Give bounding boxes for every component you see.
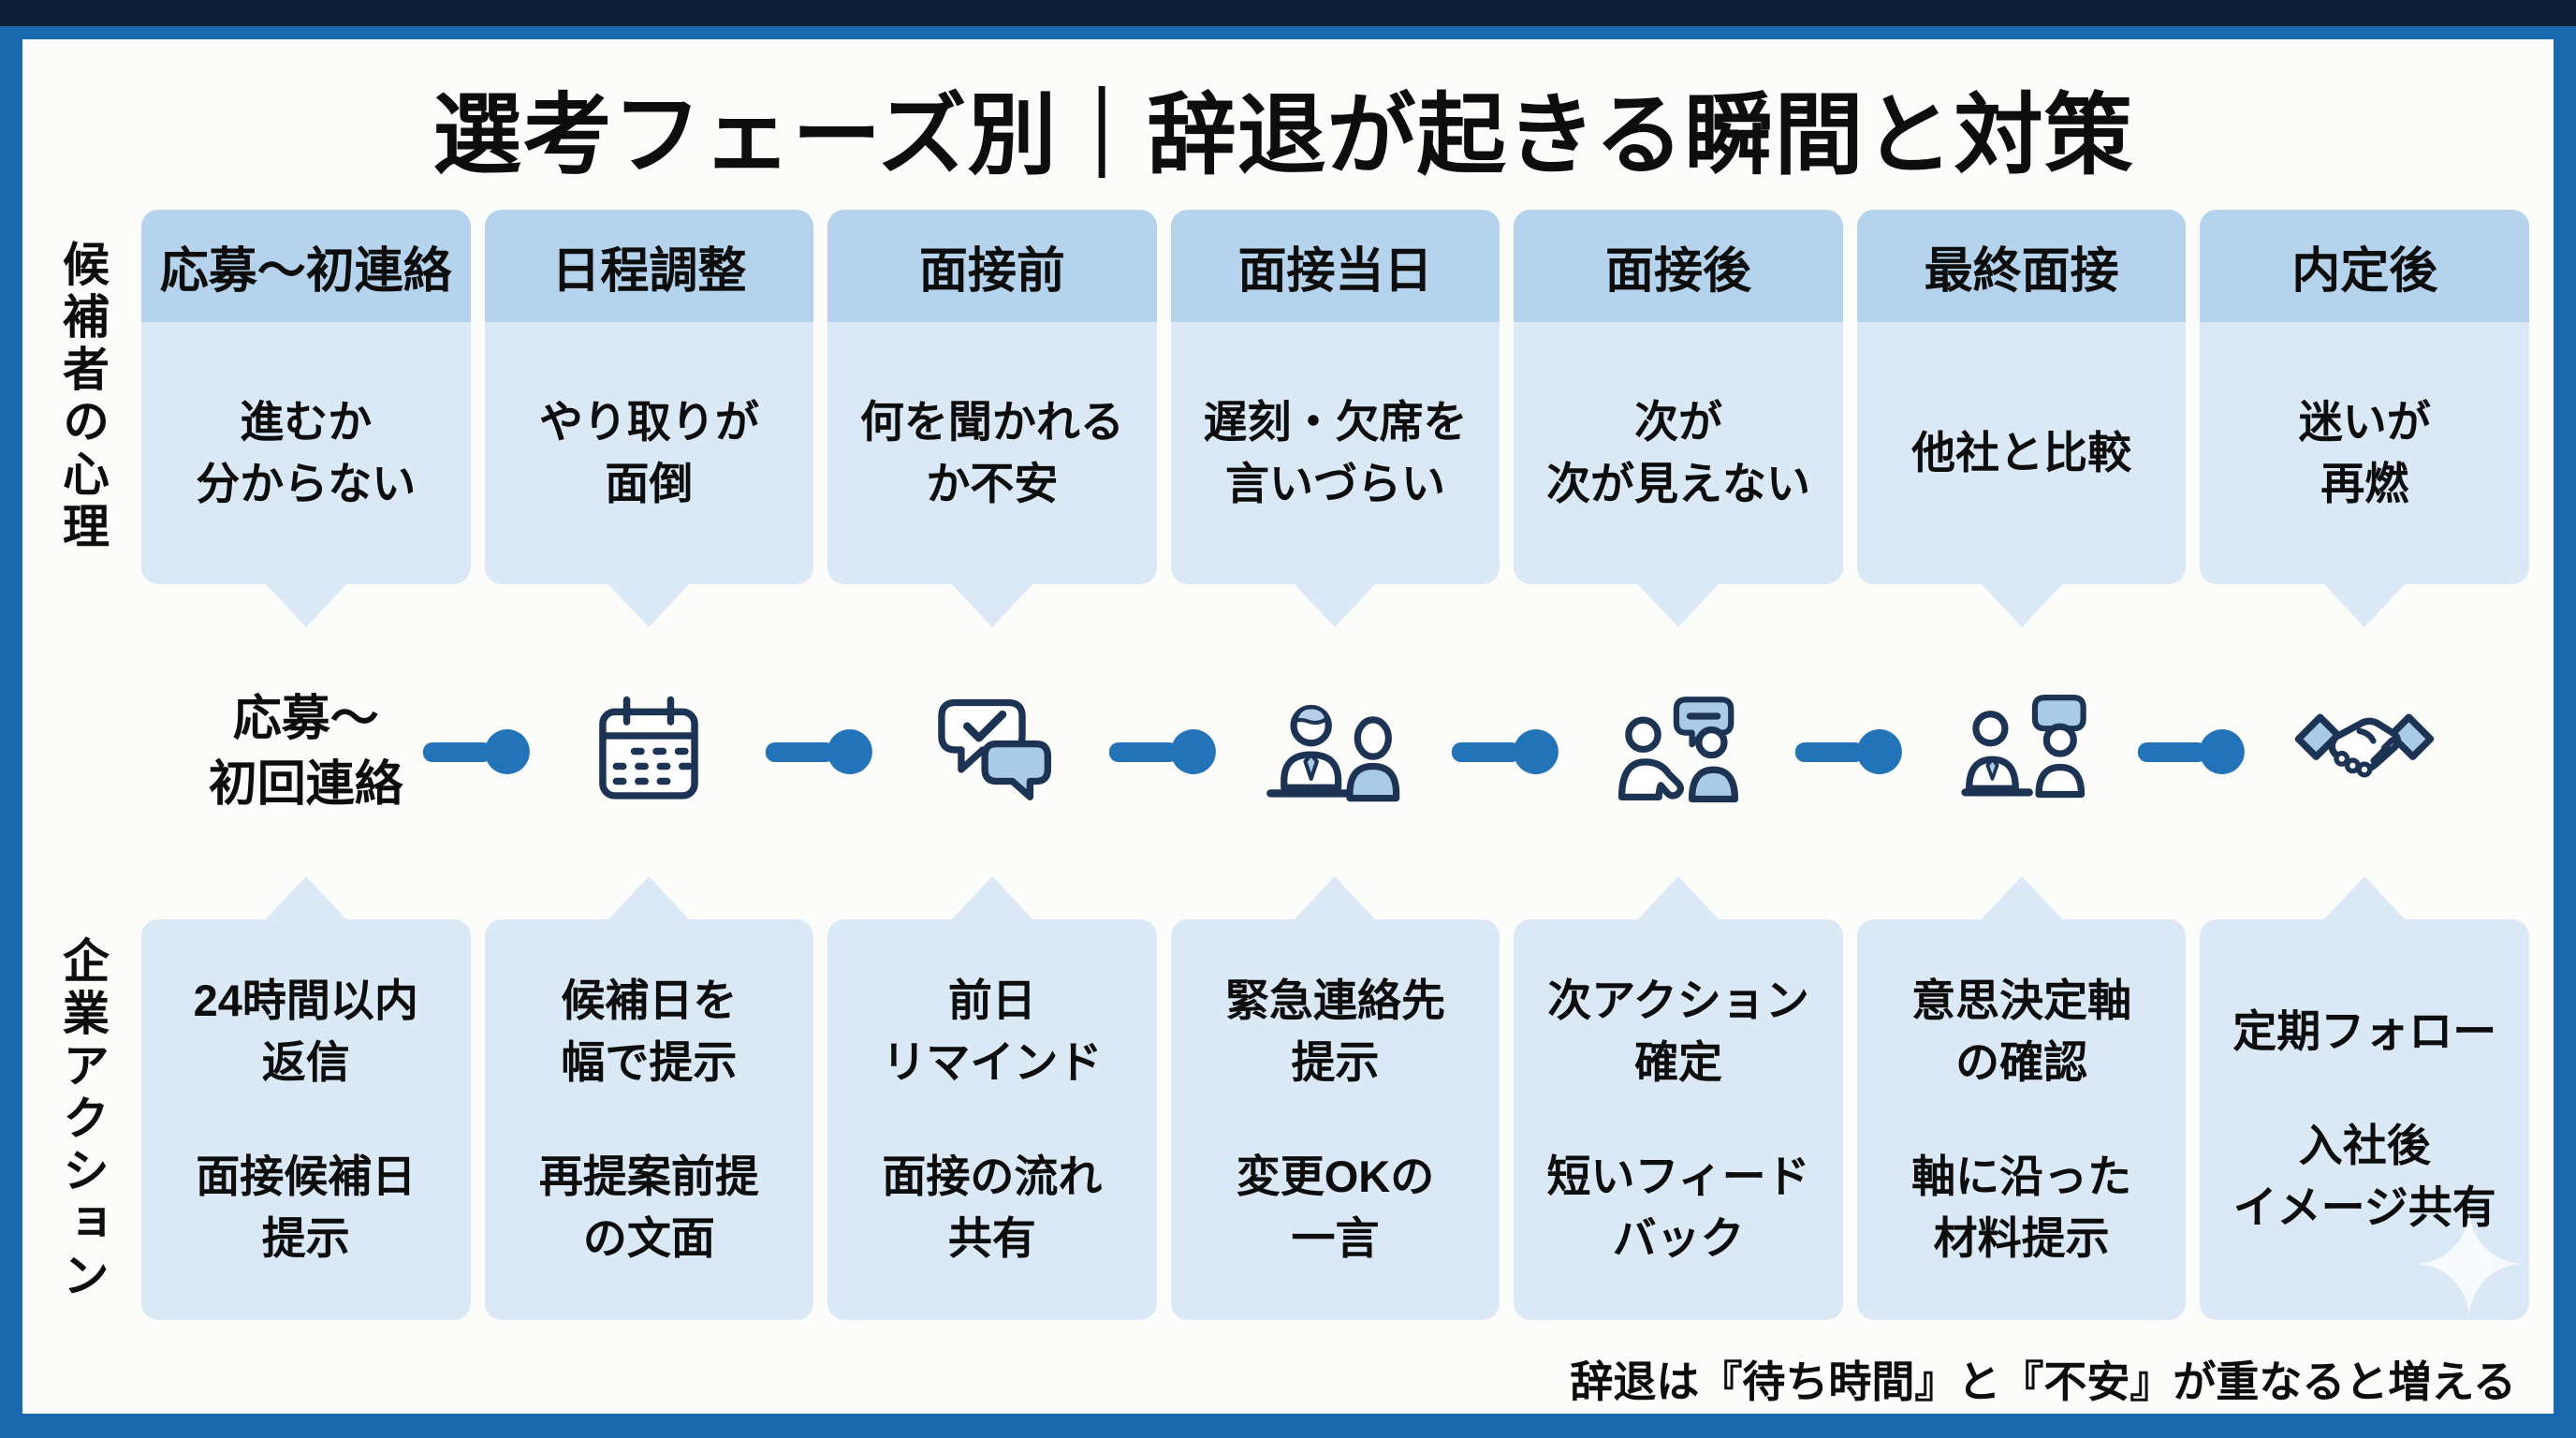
phase-box-scheduling: 日程調整 やり取りが 面倒: [484, 210, 814, 627]
bubble-tail-up: [1293, 876, 1378, 921]
timeline-slot-after-interview: [1452, 631, 1843, 873]
page-title: 選考フェーズ別｜辞退が起きる瞬間と対策: [432, 85, 2134, 185]
action-text: 軸に沿った 材料提示: [1911, 1152, 2132, 1263]
action-text: 面接候補日 提示: [196, 1152, 417, 1263]
action-box-after-offer: 定期フォロー 入社後 イメージ共有: [2200, 876, 2529, 1320]
action-text: 次アクション 確定: [1547, 976, 1809, 1088]
action-box-scheduling: 候補日を 幅で提示 再提案前提 の文面: [484, 876, 814, 1320]
action-text: 前日 リマインド: [882, 976, 1103, 1088]
feedback-chat-icon: [1618, 696, 1739, 802]
phase-header: 面接前: [827, 210, 1157, 322]
row-label-company-actions: 企業アクション: [56, 936, 109, 1303]
phase-psychology: 遅刻・欠席を 言いづらい: [1203, 397, 1468, 508]
bubble-tail-down: [1979, 582, 2064, 627]
row-label-candidate-psychology: 候補者の心理: [56, 240, 109, 554]
timeline-slot-final-interview: [1794, 631, 2187, 873]
timeline-label-spacer: [37, 631, 127, 873]
bubble-tail-down: [607, 582, 692, 627]
phase-box-final-interview: 最終面接 他社と比較: [1856, 210, 2187, 627]
arrow-icon: [766, 729, 873, 774]
action-text: 再提案前提 の文面: [538, 1152, 759, 1263]
action-box-before-interview: 前日 リマインド 面接の流れ 共有: [827, 876, 1157, 1320]
phase-header: 内定後: [2200, 210, 2529, 322]
arrow-icon: [422, 729, 530, 774]
phase-header: 最終面接: [1856, 210, 2187, 322]
action-text: 短いフィード バック: [1546, 1152, 1810, 1263]
phase-header: 面接当日: [1170, 210, 1500, 322]
action-box-after-interview: 次アクション 確定 短いフィード バック: [1514, 876, 1843, 1320]
arrow-icon: [1794, 729, 1902, 774]
timeline-slot-scheduling: [422, 631, 814, 873]
action-text: 変更OKの 一言: [1236, 1152, 1435, 1263]
phase-psychology: やり取りが 面倒: [538, 397, 759, 508]
handshake-icon: [2294, 713, 2435, 778]
interview-icon: [1266, 704, 1400, 802]
phase-box-interview-day: 面接当日 遅刻・欠席を 言いづらい: [1170, 210, 1500, 627]
arrow-icon: [1108, 729, 1216, 774]
bubble-tail-up: [607, 876, 692, 921]
phase-header: 面接後: [1514, 210, 1843, 322]
timeline-slot-before-interview: [766, 631, 1157, 873]
action-text: 入社後 イメージ共有: [2232, 1121, 2496, 1232]
infographic-frame: 選考フェーズ別｜辞退が起きる瞬間と対策 候補者の心理 応募〜初連絡 進むか 分か…: [0, 26, 2576, 1438]
bubble-tail-up: [2322, 876, 2408, 921]
bubble-tail-down: [1636, 582, 1721, 627]
phase-header: 応募〜初連絡: [141, 210, 471, 322]
footer-note: 辞退は『待ち時間』と『不安』が重なると増える: [1570, 1357, 2516, 1406]
timeline-start-label: 応募〜 初回連絡: [208, 691, 403, 812]
action-text: 定期フォロー: [2232, 1006, 2497, 1057]
phase-box-apply: 応募〜初連絡 進むか 分からない: [141, 210, 471, 627]
action-text: 緊急連絡先 提示: [1224, 976, 1445, 1088]
arrow-icon: [1452, 729, 1559, 774]
phase-psychology: 他社と比較: [1911, 428, 2132, 478]
phase-box-after-interview: 面接後 次が 次が見えない: [1514, 210, 1843, 627]
bubble-tail-down: [263, 582, 348, 627]
phase-box-after-offer: 内定後 迷いが 再燃: [2200, 210, 2529, 627]
bubble-tail-up: [263, 876, 348, 921]
sparkle-watermark: [2417, 1211, 2522, 1316]
phase-board: 候補者の心理 応募〜初連絡 進むか 分からない 日程調整 やり取りが 面倒 面接…: [37, 210, 2529, 1320]
action-text: 24時間以内 返信: [193, 976, 418, 1088]
action-box-apply: 24時間以内 返信 面接候補日 提示: [141, 876, 471, 1320]
action-box-final-interview: 意思決定軸 の確認 軸に沿った 材料提示: [1856, 876, 2187, 1320]
phase-psychology: 迷いが 再燃: [2298, 397, 2431, 508]
timeline-slot-start: 応募〜 初回連絡: [141, 631, 471, 873]
timeline-slot-offer: [2138, 631, 2529, 873]
phase-psychology: 進むか 分からない: [196, 397, 417, 508]
bubble-tail-up: [1636, 876, 1721, 921]
action-text: 意思決定軸 の確認: [1911, 976, 2132, 1088]
bubble-tail-up: [949, 876, 1034, 921]
infographic-canvas: 選考フェーズ別｜辞退が起きる瞬間と対策 候補者の心理 応募〜初連絡 進むか 分か…: [22, 39, 2554, 1414]
action-text: 候補日を 幅で提示: [561, 976, 738, 1088]
bubble-tail-down: [2322, 582, 2408, 627]
bubble-tail-down: [1293, 582, 1378, 627]
phase-psychology: 次が 次が見えない: [1546, 397, 1811, 508]
arrow-icon: [2138, 729, 2246, 774]
phase-psychology: 何を聞かれる か不安: [859, 397, 1124, 508]
bubble-tail-up: [1979, 876, 2064, 921]
action-text: 面接の流れ 共有: [882, 1152, 1103, 1263]
final-interview-icon: [1961, 695, 2086, 799]
action-box-interview-day: 緊急連絡先 提示 変更OKの 一言: [1170, 876, 1500, 1320]
phase-header: 日程調整: [484, 210, 814, 322]
bubble-tail-down: [949, 582, 1034, 627]
timeline-slot-interview-day: [1108, 631, 1500, 873]
phase-box-before-interview: 面接前 何を聞かれる か不安: [827, 210, 1157, 627]
chat-check-icon: [938, 698, 1051, 800]
timeline: 応募〜 初回連絡: [141, 631, 2529, 873]
calendar-icon: [599, 696, 699, 800]
